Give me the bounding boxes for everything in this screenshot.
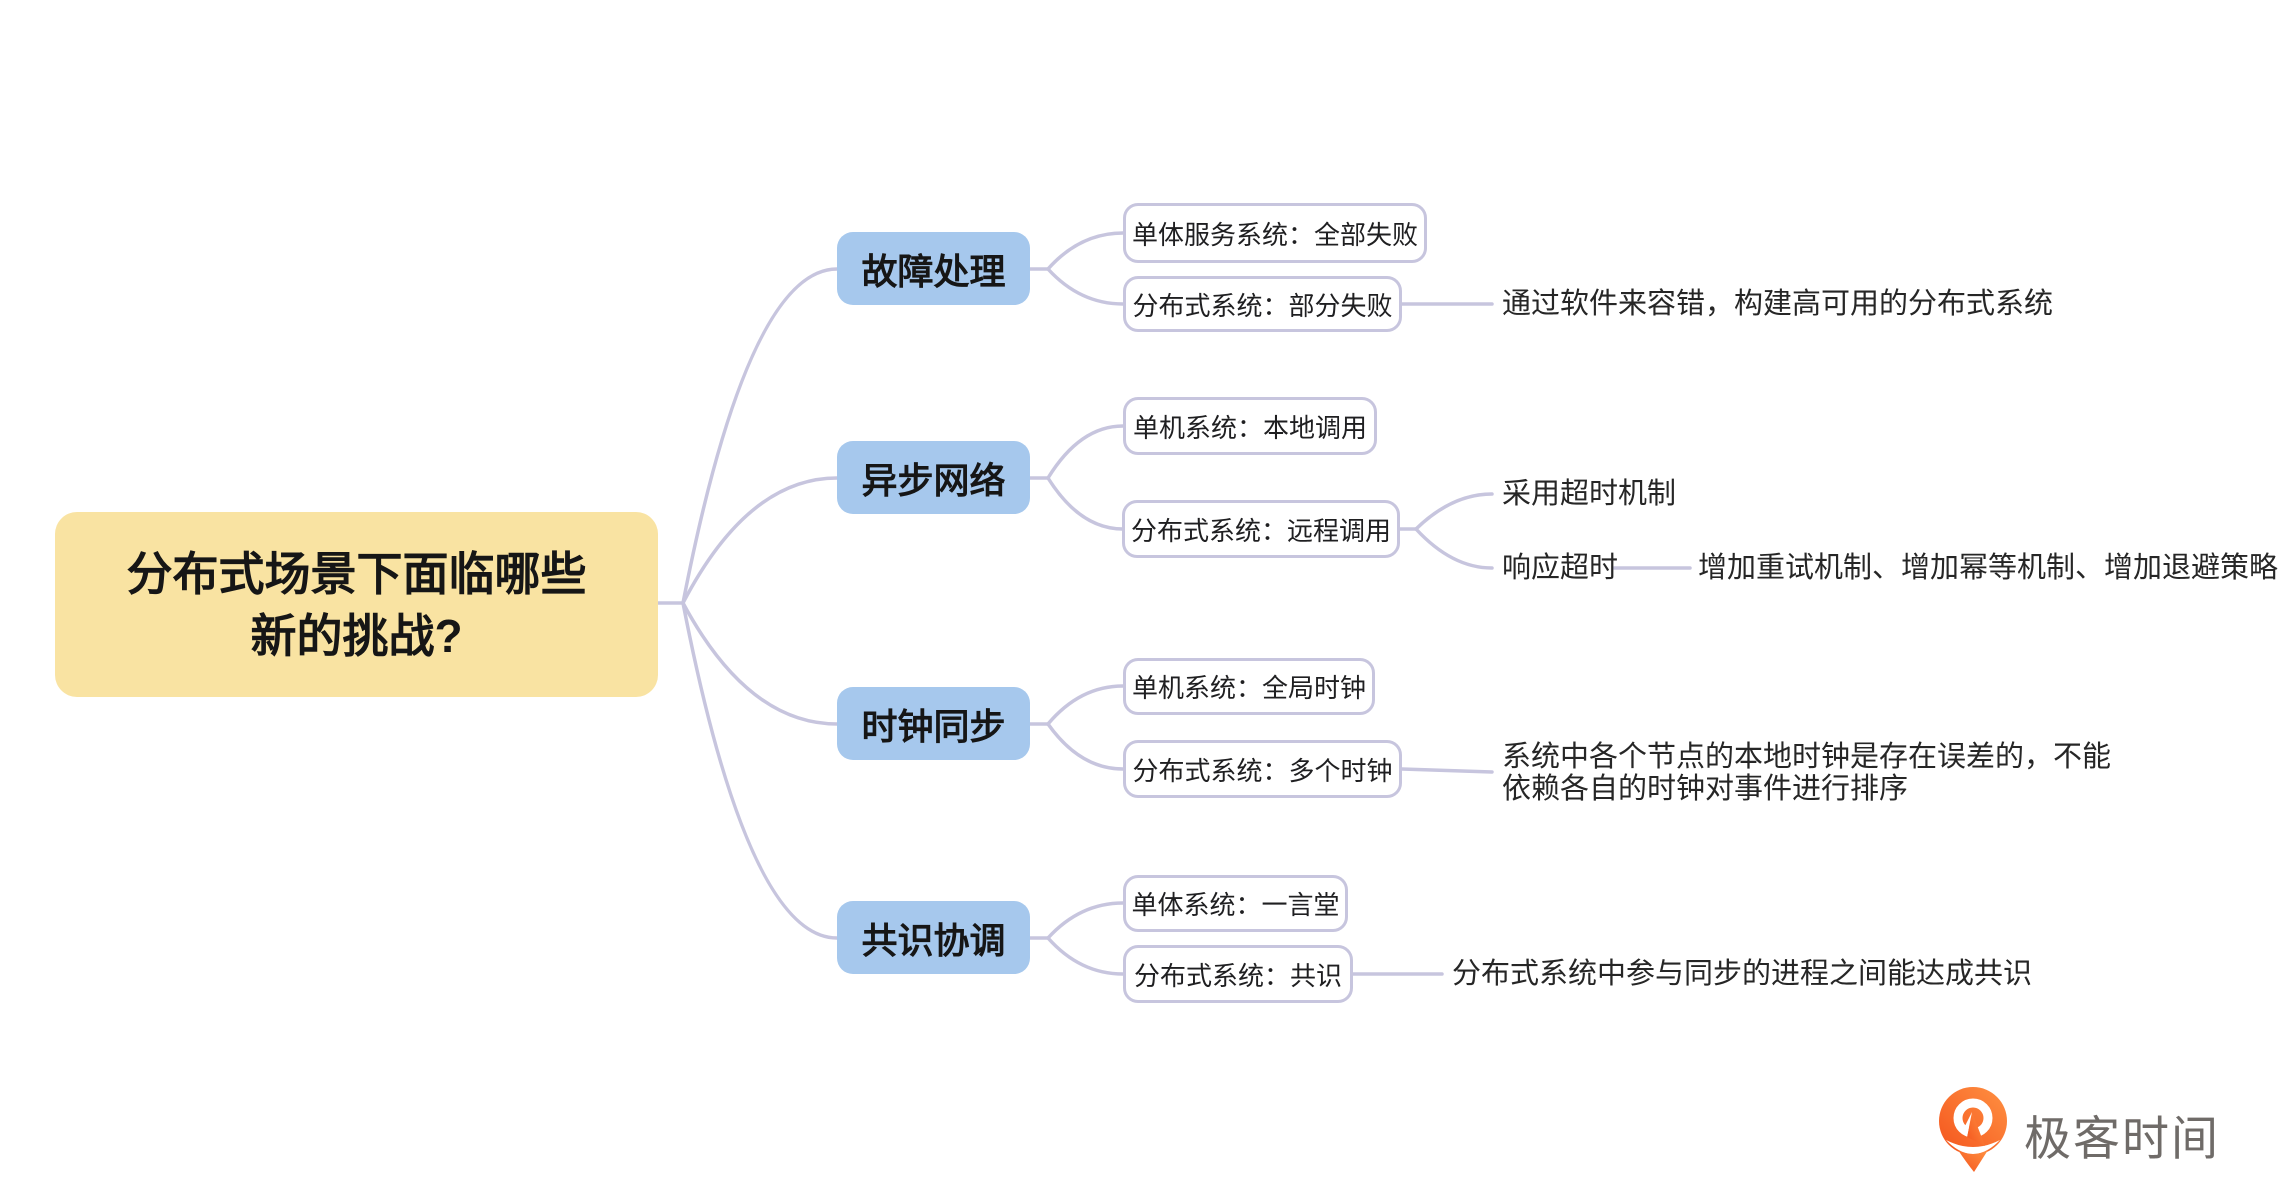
child-label: 分布式系统：远程调用 <box>1130 515 1391 546</box>
note-consensus[interactable]: 分布式系统中参与同步的进程之间能达成共识 <box>1452 958 2033 990</box>
branch-label: 故障处理 <box>861 250 1006 292</box>
child-label: 单机系统：全局时钟 <box>1131 673 1366 703</box>
child-node-single-global-clock[interactable]: 单机系统：全局时钟 <box>1123 658 1375 715</box>
child-label: 单体系统：一言堂 <box>1131 890 1340 920</box>
child-node-single-local-call[interactable]: 单机系统：本地调用 <box>1123 397 1377 455</box>
geektime-logo: 极客时间 <box>1936 1086 2218 1176</box>
branch-label: 时钟同步 <box>861 705 1006 747</box>
connector-root-branch1 <box>681 267 839 605</box>
note-timeout-mechanism[interactable]: 采用超时机制 <box>1502 478 1677 510</box>
connector-branch2-child2 <box>1046 476 1125 531</box>
child-node-distributed-consensus[interactable]: 分布式系统：共识 <box>1123 945 1353 1003</box>
note-fault-tolerance[interactable]: 通过软件来容错，构建高可用的分布式系统 <box>1502 288 2054 320</box>
note-clock-skew[interactable]: 系统中各个节点的本地时钟是存在误差的，不能 依赖各自的时钟对事件进行排序 <box>1502 741 2111 805</box>
child-node-monolith-all-fail[interactable]: 单体服务系统：全部失败 <box>1123 203 1427 263</box>
note-clock-skew-line1: 系统中各个节点的本地时钟是存在误差的，不能 <box>1502 741 2112 773</box>
child-node-distributed-partial-fail[interactable]: 分布式系统：部分失败 <box>1123 276 1402 332</box>
child-node-distributed-remote-call[interactable]: 分布式系统：远程调用 <box>1122 500 1400 558</box>
connector-root-branch4 <box>681 601 839 940</box>
note-response-timeout[interactable]: 响应超时 <box>1502 552 1619 584</box>
branch-node-consensus[interactable]: 共识协调 <box>837 901 1030 974</box>
connector-branch1-child1 <box>1046 231 1125 271</box>
branch-node-async-network[interactable]: 异步网络 <box>837 441 1030 514</box>
connector-branch1-child2 <box>1046 267 1125 306</box>
connector-child3b-note <box>1400 767 1494 774</box>
branch-node-fault-handling[interactable]: 故障处理 <box>837 232 1030 305</box>
branch-label: 异步网络 <box>861 459 1006 501</box>
child-label: 分布式系统：多个时钟 <box>1132 755 1393 786</box>
root-node-label-line1: 分布式场景下面临哪些 <box>126 547 587 600</box>
geektime-logo-text: 极客时间 <box>2024 1112 2220 1165</box>
child-label: 分布式系统：部分失败 <box>1132 290 1393 321</box>
connector-child2b-note1 <box>1414 492 1494 531</box>
connector-branch4-child2 <box>1046 936 1125 976</box>
child-node-monolith-one-voice[interactable]: 单体系统：一言堂 <box>1123 875 1348 932</box>
connector-branch4-child1 <box>1046 901 1125 940</box>
note-clock-skew-line2: 依赖各自的时钟对事件进行排序 <box>1502 773 1909 805</box>
connector-root-branch2 <box>681 476 839 605</box>
connector-root-branch3 <box>681 601 839 726</box>
connector-child2b-note2 <box>1414 527 1494 570</box>
connector-branch3-child2 <box>1046 722 1125 771</box>
branch-label: 共识协调 <box>861 919 1006 961</box>
child-node-distributed-multiple-clocks[interactable]: 分布式系统：多个时钟 <box>1123 740 1402 798</box>
child-label: 单机系统：本地调用 <box>1132 412 1367 443</box>
geektime-logo-icon <box>1939 1087 2007 1172</box>
child-label: 分布式系统：共识 <box>1133 960 1342 991</box>
note-retry-strategies[interactable]: 增加重试机制、增加幂等机制、增加退避策略 <box>1698 552 2279 584</box>
connector-branch2-child1 <box>1046 424 1125 480</box>
child-label: 单体服务系统：全部失败 <box>1131 219 1418 250</box>
root-node-label-line2: 新的挑战? <box>250 609 463 662</box>
branch-node-clock-sync[interactable]: 时钟同步 <box>837 687 1030 760</box>
connector-branch3-child1 <box>1046 684 1125 726</box>
root-node[interactable]: 分布式场景下面临哪些 新的挑战? <box>55 512 658 697</box>
